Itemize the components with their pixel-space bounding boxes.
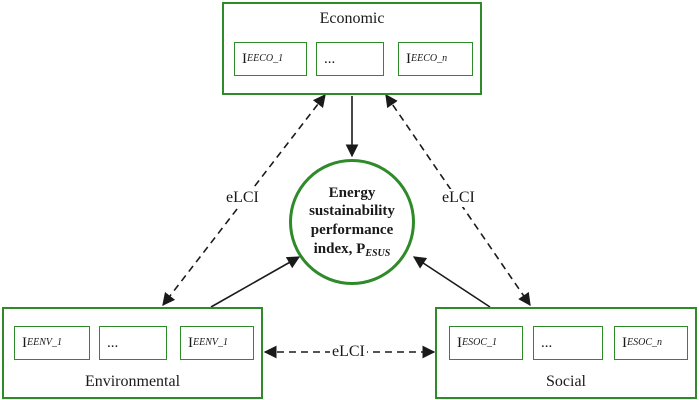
arrow-social-to-index <box>412 256 491 308</box>
center-line-3: performance <box>310 222 394 239</box>
social-indicator-ellipsis: ... <box>533 326 603 360</box>
link-label-left: eLCI <box>224 189 261 207</box>
center-line-2: sustainability <box>309 203 395 220</box>
economic-indicator-ellipsis: ... <box>316 42 384 76</box>
social-title: Social <box>546 373 586 390</box>
economic-title: Economic <box>319 10 385 27</box>
environmental-indicator-ellipsis: ... <box>99 326 167 360</box>
environmental-title: Environmental <box>84 373 181 390</box>
energy-sustainability-index-node: Energy sustainability performance index,… <box>289 159 415 285</box>
link-label-bottom: eLCI <box>330 343 367 361</box>
arrow-environmental-to-index <box>210 256 301 308</box>
center-line-4: index, PESUS <box>313 240 391 259</box>
center-line-1: Energy <box>328 184 376 201</box>
link-label-right: eLCI <box>440 189 477 207</box>
link-economic-social <box>385 93 531 307</box>
